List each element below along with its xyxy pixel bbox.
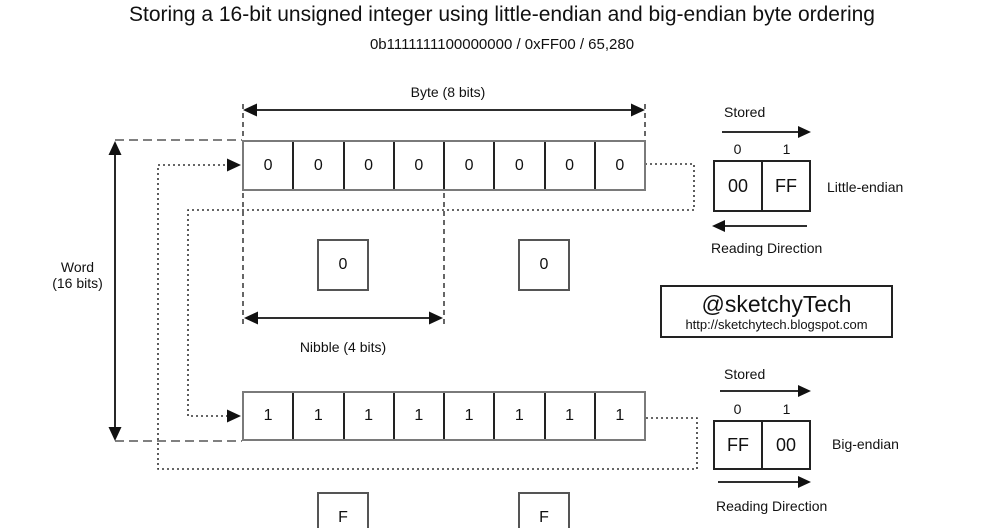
le-reading-direction-arrow — [712, 220, 807, 232]
bit-cell: 0 — [345, 142, 395, 189]
bit-cell: 0 — [615, 156, 625, 174]
bit-cell: 1 — [294, 393, 345, 439]
bit-cell: 1 — [495, 393, 546, 439]
bit-cell: 1 — [244, 393, 295, 439]
le-byte-1: FF — [775, 175, 797, 196]
be-name-label: Big-endian — [832, 436, 899, 452]
be-byte-0: FF — [715, 422, 763, 468]
value-subtitle: 0b1111111100000000 / 0xFF00 / 65,280 — [369, 36, 635, 53]
bit-cell: 0 — [395, 142, 445, 189]
le-index-1: 1 — [782, 141, 791, 157]
le-name-label: Little-endian — [827, 179, 904, 195]
be-stored-box: FF 00 — [713, 420, 811, 470]
bit-cell: 1 — [546, 393, 596, 439]
word-label: Word (16 bits) — [52, 259, 103, 292]
le-stored-label: Stored — [724, 104, 766, 120]
nibble-label: Nibble (4 bits) — [299, 339, 387, 355]
le-byte-0: 00 — [715, 162, 763, 210]
be-index-row: 0 1 — [713, 401, 811, 417]
bit-cell: 1 — [445, 393, 496, 439]
bit-cell: 1 — [615, 407, 625, 424]
bit-cell: 0 — [495, 142, 546, 189]
le-reading-label: Reading Direction — [711, 240, 823, 256]
nibble-value-box: F — [317, 492, 369, 528]
nibble-dimension-arrow — [242, 193, 445, 326]
be-index-1: 1 — [782, 401, 791, 417]
high-byte-routing-line — [157, 158, 698, 470]
be-stored-label: Stored — [724, 366, 766, 382]
byte-label: Byte (8 bits) — [410, 84, 486, 100]
low-byte-routing-line — [187, 163, 695, 423]
be-reading-label: Reading Direction — [716, 498, 828, 514]
credit-handle: @sketchyTech — [701, 290, 852, 317]
be-index-0: 0 — [733, 401, 742, 417]
le-stored-direction-arrow — [722, 126, 811, 138]
le-index-0: 0 — [733, 141, 742, 157]
page-title: Storing a 16-bit unsigned integer using … — [128, 3, 875, 26]
nibble-value-box: 0 — [518, 239, 570, 291]
credit-box: @sketchyTech http://sketchytech.blogspot… — [660, 285, 893, 338]
bit-cell: 0 — [244, 142, 295, 189]
nibble-value-box: 0 — [317, 239, 369, 291]
bit-cell: 0 — [445, 142, 496, 189]
bit-cell: 1 — [345, 393, 395, 439]
bit-cell: 1 — [395, 393, 445, 439]
bit-cell: 0 — [294, 142, 345, 189]
le-stored-box: 00 FF — [713, 160, 811, 212]
be-stored-direction-arrow — [720, 385, 811, 397]
be-byte-1: 00 — [775, 434, 797, 455]
le-index-row: 0 1 — [713, 141, 811, 157]
bit-cell: 0 — [546, 142, 596, 189]
credit-url: http://sketchytech.blogspot.com — [685, 316, 868, 332]
word-dimension-arrow — [108, 139, 242, 442]
be-reading-direction-arrow — [718, 476, 811, 488]
byte-dimension-arrow — [242, 103, 646, 139]
nibble-value-box: F — [518, 492, 570, 528]
